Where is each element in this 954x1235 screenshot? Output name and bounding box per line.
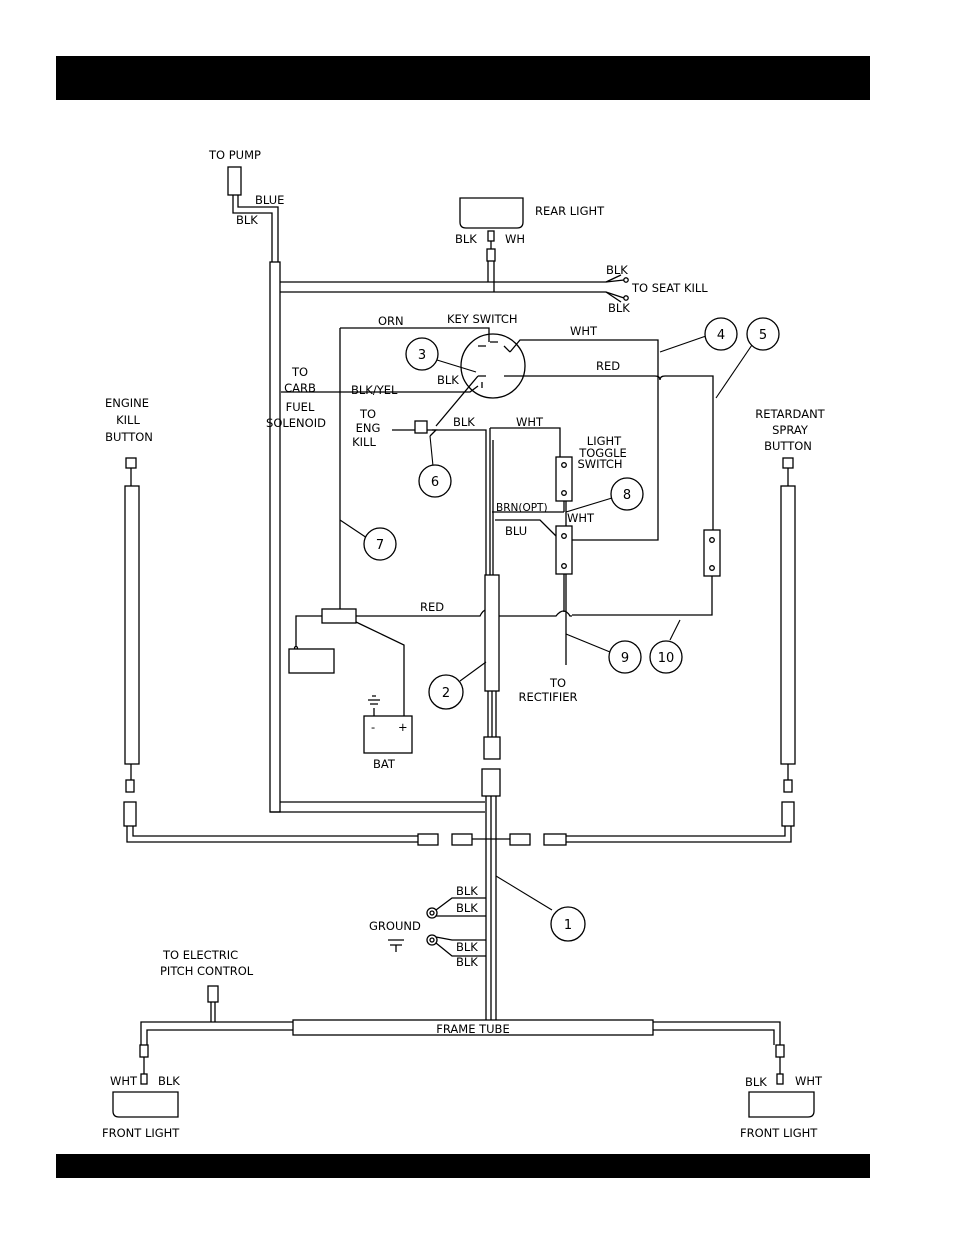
label-rectifier: RECTIFIER xyxy=(519,690,578,704)
label-blk-g1: BLK xyxy=(456,884,478,898)
svg-text:2: 2 xyxy=(442,686,450,701)
callout-leaders xyxy=(339,335,755,911)
wire-labels: TO PUMP BLUE BLK REAR LIGHT BLK WH BLK T… xyxy=(102,148,826,1140)
callout-7 xyxy=(363,527,397,561)
label-engine: ENGINE xyxy=(105,396,149,410)
solenoid-battery xyxy=(288,608,572,754)
label-to-pump: TO PUMP xyxy=(208,148,261,162)
light-toggle-switch xyxy=(492,456,573,665)
label-red-key: RED xyxy=(596,359,620,373)
svg-text:10: 10 xyxy=(658,651,675,666)
header-bar xyxy=(56,56,870,100)
label-blk-g4: BLK xyxy=(456,955,478,969)
label-blu: BLU xyxy=(505,524,527,538)
label-fuel: FUEL xyxy=(286,400,315,414)
label-bat: BAT xyxy=(373,757,396,771)
callout-5 xyxy=(746,317,780,351)
label-blk-g3: BLK xyxy=(456,940,478,954)
engine-kill-button xyxy=(123,457,567,846)
svg-text:1: 1 xyxy=(564,918,572,933)
label-kill-btn: KILL xyxy=(116,413,140,427)
frame-tube xyxy=(292,1019,654,1036)
label-blk-fl: BLK xyxy=(158,1074,180,1088)
label-retardant: RETARDANT xyxy=(755,407,825,421)
label-bat-minus: - xyxy=(371,720,375,734)
key-switch xyxy=(281,327,714,612)
callout-1 xyxy=(550,906,586,942)
pump-harness xyxy=(227,166,490,813)
label-wht-fl: WHT xyxy=(110,1074,138,1088)
label-seat-blk-bottom: BLK xyxy=(608,301,630,315)
label-key-switch: KEY SWITCH xyxy=(447,312,518,326)
retardant-spray-button xyxy=(566,457,796,843)
svg-text:9: 9 xyxy=(621,651,629,666)
label-wht-fr: WHT xyxy=(795,1074,823,1088)
rear-light xyxy=(459,197,629,303)
label-wht-key: WHT xyxy=(570,324,598,338)
footer-bar xyxy=(56,1154,870,1178)
label-blk-fr: BLK xyxy=(745,1075,767,1089)
label-to-eng-3: KILL xyxy=(352,435,376,449)
callout-10 xyxy=(649,640,683,674)
label-blk-key: BLK xyxy=(437,373,459,387)
label-blk-g2: BLK xyxy=(456,901,478,915)
label-button-right: BUTTON xyxy=(764,439,812,453)
ground-connections xyxy=(388,897,486,957)
callout-4 xyxy=(704,317,738,351)
label-blue: BLUE xyxy=(255,193,284,207)
label-pitch-control: PITCH CONTROL xyxy=(160,964,254,978)
label-wht-toggle: WHT xyxy=(567,511,595,525)
label-brn-opt: BRN(OPT) xyxy=(496,502,548,514)
label-ground: GROUND xyxy=(369,919,421,933)
svg-text:8: 8 xyxy=(623,488,631,503)
rear-light-housing xyxy=(459,197,524,229)
svg-text:3: 3 xyxy=(418,348,426,363)
label-rear-wh: WH xyxy=(505,232,525,246)
label-red-main: RED xyxy=(420,600,444,614)
label-blk-pump: BLK xyxy=(236,213,258,227)
svg-text:6: 6 xyxy=(431,475,439,490)
label-seat-blk-top: BLK xyxy=(606,263,628,277)
label-to-rect: TO xyxy=(549,676,566,690)
svg-text:5: 5 xyxy=(759,328,767,343)
label-toggle: TOGGLE xyxy=(578,446,627,460)
label-light: LIGHT xyxy=(587,434,622,448)
label-switch: SWITCH xyxy=(577,457,622,471)
callout-6 xyxy=(418,464,452,498)
label-to-seat-kill: TO SEAT KILL xyxy=(631,281,708,295)
retardant-connector xyxy=(572,529,721,616)
callout-8 xyxy=(610,477,644,511)
eng-kill-connector xyxy=(392,420,561,575)
label-to-eng-2: ENG xyxy=(356,421,381,435)
label-solenoid: SOLENOID xyxy=(266,416,326,430)
frame-tube-assembly xyxy=(112,985,815,1118)
label-frame-tube: FRAME TUBE xyxy=(436,1022,509,1036)
label-bat-plus: + xyxy=(398,720,408,734)
callout-9 xyxy=(608,640,642,674)
label-front-light-left: FRONT LIGHT xyxy=(102,1126,180,1140)
label-blk-eng: BLK xyxy=(453,415,475,429)
label-wht-eng: WHT xyxy=(516,415,544,429)
label-to-eng-1: TO xyxy=(359,407,376,421)
callouts: 1 2 3 4 5 6 7 8 9 10 xyxy=(363,317,780,942)
label-spray: SPRAY xyxy=(772,423,809,437)
label-blk-yel: BLK/YEL xyxy=(351,383,398,397)
label-rear-blk: BLK xyxy=(455,232,477,246)
label-to-carb-1: TO xyxy=(291,365,308,379)
label-to-carb-2: CARB xyxy=(284,381,316,395)
label-orn: ORN xyxy=(378,314,404,328)
central-harness xyxy=(481,428,501,1020)
label-button-left: BUTTON xyxy=(105,430,153,444)
svg-text:7: 7 xyxy=(376,538,384,553)
label-front-light-right: FRONT LIGHT xyxy=(740,1126,818,1140)
left-harness-tube xyxy=(269,261,281,813)
pump-connector xyxy=(227,166,242,196)
label-to-electric: TO ELECTRIC xyxy=(162,948,238,962)
svg-text:4: 4 xyxy=(717,328,725,343)
callout-2 xyxy=(428,674,464,710)
label-rear-light: REAR LIGHT xyxy=(535,204,605,218)
callout-3 xyxy=(405,337,439,371)
